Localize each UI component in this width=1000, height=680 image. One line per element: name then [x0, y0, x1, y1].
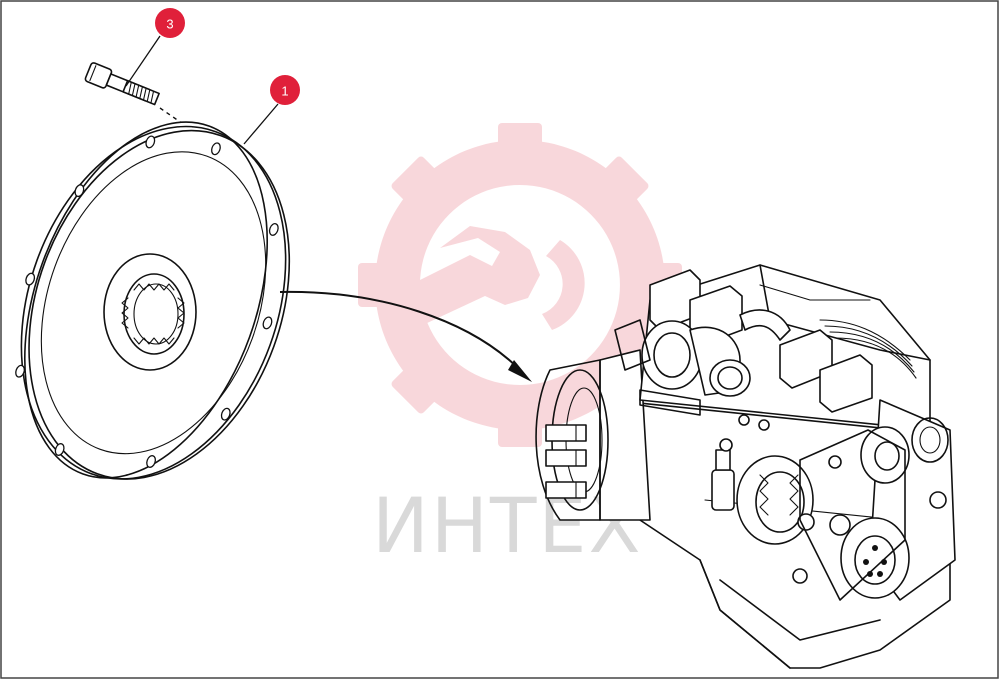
svg-text:3: 3: [166, 17, 173, 32]
callout-leader-bolt: [125, 35, 161, 87]
callout-1[interactable]: 1: [270, 75, 300, 105]
watermark-gear-wrench-icon: [358, 123, 682, 447]
watermark-text: ИНТЕХ: [372, 481, 643, 570]
engine-assembly: [535, 264, 956, 669]
installation-arrow: [279, 290, 532, 382]
callout-3[interactable]: 3: [155, 8, 185, 38]
flex-plate: [15, 121, 291, 480]
callout-leader-flex-plate: [243, 103, 279, 145]
svg-text:1: 1: [281, 84, 288, 99]
bolt: [84, 62, 160, 106]
